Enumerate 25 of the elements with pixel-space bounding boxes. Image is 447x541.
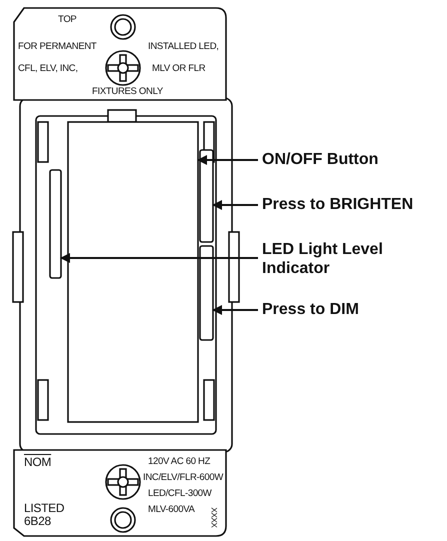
dim-bar [199, 245, 214, 341]
rating-text: LED/CFL-300W [148, 488, 212, 499]
plate-text: TOP [58, 14, 76, 25]
rating-text: INC/ELV/FLR-600W [143, 472, 224, 483]
plate-text: MLV OR FLR [152, 63, 206, 74]
code-text: XXXX [208, 507, 220, 528]
leader-arrow [60, 253, 258, 263]
rating-text: 120V AC 60 HZ [148, 456, 210, 467]
plate-text: CFL, ELV, INC, [18, 63, 78, 74]
callout-label: Press to BRIGHTEN [262, 195, 437, 214]
brighten-bar [199, 149, 214, 243]
leader-arrow [197, 155, 258, 165]
plate-text: FIXTURES ONLY [92, 86, 163, 97]
listing-text: LISTED 6B28 [24, 502, 64, 528]
rocker-paddle [67, 121, 199, 423]
plate-text: INSTALLED LED, [148, 41, 219, 52]
rating-text: MLV-600VA [148, 504, 195, 515]
certification-mark: NOM [24, 457, 52, 468]
callout-label: Press to DIM [262, 300, 432, 319]
led-indicator-bar [49, 169, 62, 279]
leader-arrow [212, 200, 258, 210]
callout-label: LED Light Level Indicator [262, 240, 432, 278]
callout-label: ON/OFF Button [262, 150, 432, 169]
plate-text: FOR PERMANENT [18, 41, 96, 52]
leader-arrow [212, 305, 258, 315]
